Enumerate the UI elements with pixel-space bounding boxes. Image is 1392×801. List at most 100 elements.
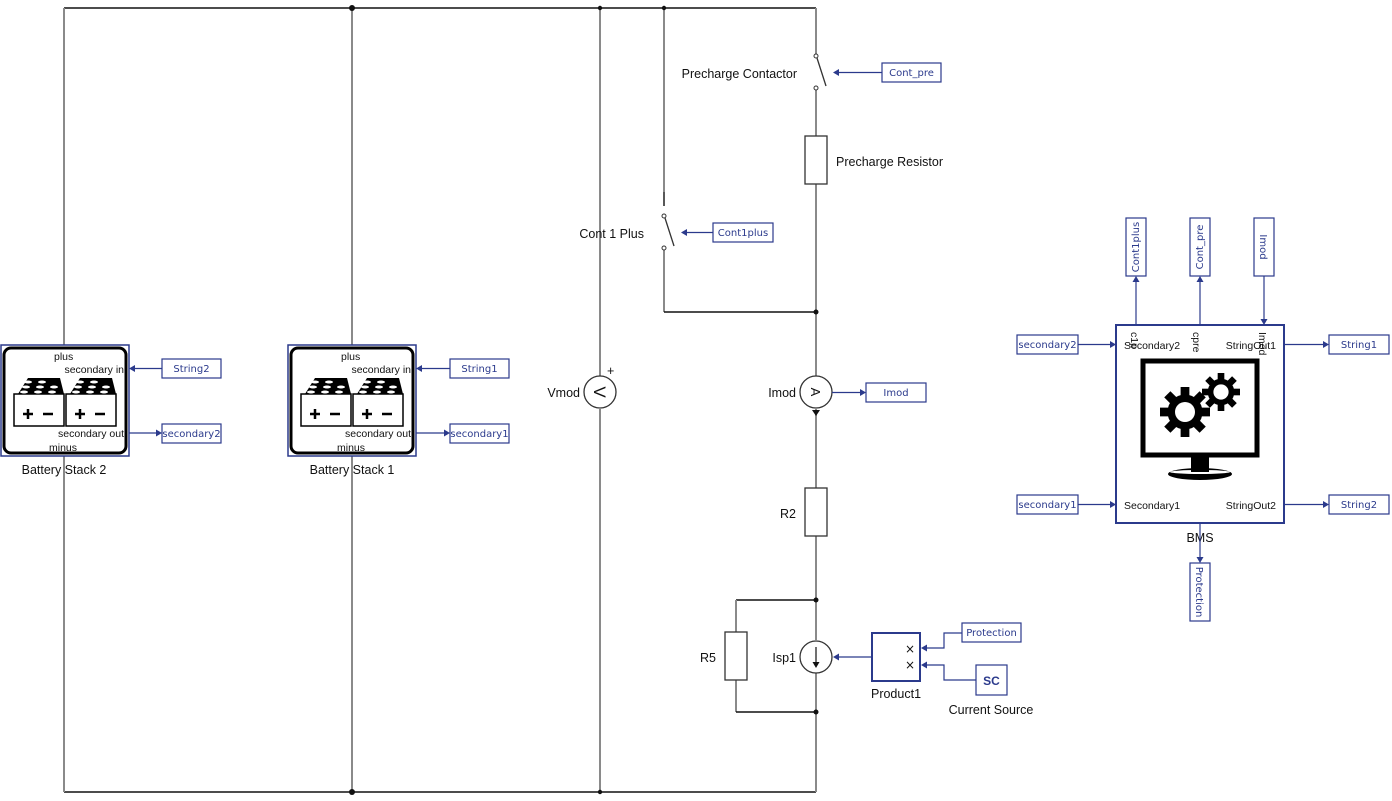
svg-text:Cont_pre: Cont_pre	[889, 68, 934, 79]
component-label: Precharge Contactor	[682, 67, 797, 81]
tag-string1[interactable]: String1	[416, 358, 510, 379]
component-label: R5	[700, 651, 716, 665]
current-source-isp1[interactable]: Isp1	[772, 640, 833, 674]
node-dot	[813, 709, 819, 715]
port-c1p: c1p	[1128, 332, 1140, 349]
tag-bms-cont1plus[interactable]: Cont1plus	[1125, 217, 1147, 325]
arrow-icon	[1196, 276, 1204, 282]
ammeter-symbol: A	[808, 388, 823, 397]
arrow-icon	[416, 365, 422, 372]
voltmeter-vmod[interactable]: V + Vmod	[547, 364, 617, 409]
precharge-resistor[interactable]: Precharge Resistor	[804, 135, 943, 185]
arrow-icon	[833, 69, 839, 76]
port-minus: minus	[337, 442, 365, 454]
tag-bms-cont-pre[interactable]: Cont_pre	[1189, 217, 1211, 325]
node-dot	[813, 309, 819, 315]
svg-text:Cont_pre: Cont_pre	[1195, 225, 1206, 270]
svg-text:secondary1: secondary1	[450, 429, 508, 440]
polarity-plus: +	[607, 364, 614, 378]
product1-block[interactable]: × × Product1	[833, 632, 921, 701]
component-label: Battery Stack 2	[22, 463, 107, 477]
svg-text:secondary1: secondary1	[1018, 500, 1076, 511]
precharge-contactor[interactable]: Precharge Contactor	[682, 53, 827, 91]
tag-bms-imod[interactable]: Imod	[1253, 217, 1275, 325]
ammeter-imod[interactable]: A Imod	[768, 375, 833, 416]
arrow-icon	[860, 389, 866, 396]
svg-text:String1: String1	[1341, 340, 1377, 351]
multiply-input-2: ×	[905, 658, 915, 672]
port-secondary-out: secondary out	[345, 428, 411, 440]
node-dot	[597, 789, 603, 795]
component-label: R2	[780, 507, 796, 521]
tag-bms-secondary2[interactable]: secondary2	[1016, 334, 1116, 355]
svg-text:Cont1plus: Cont1plus	[718, 228, 768, 239]
svg-text:secondary2: secondary2	[1018, 340, 1076, 351]
tag-cont-pre[interactable]: Cont_pre	[833, 62, 942, 83]
arrow-icon	[921, 644, 927, 652]
monitor-gears-icon	[1140, 358, 1260, 480]
current-direction-icon	[812, 410, 820, 416]
svg-text:Cont1plus: Cont1plus	[1131, 222, 1142, 272]
node-dot	[813, 597, 819, 603]
component-label: Imod	[768, 386, 796, 400]
node-dot	[661, 5, 667, 11]
tag-bms-protection[interactable]: Protection	[1189, 523, 1211, 622]
battery-stack-1[interactable]: plus secondary in secondary out minus Ba…	[287, 344, 417, 477]
arrow-icon	[921, 661, 927, 669]
arrow-icon	[1110, 501, 1116, 508]
arrow-icon	[833, 653, 839, 661]
tag-bms-string1[interactable]: String1	[1284, 334, 1390, 355]
arrow-icon	[1260, 319, 1268, 325]
arrow-icon	[1132, 276, 1140, 282]
bms-block[interactable]: Secondary2 StringOut1 Secondary1 StringO…	[1115, 324, 1285, 545]
svg-text:String2: String2	[1341, 500, 1377, 511]
svg-text:Protection: Protection	[966, 628, 1017, 639]
node-dot	[349, 5, 355, 11]
voltmeter-symbol: V	[590, 386, 609, 398]
arrow-down-icon	[812, 662, 820, 668]
tag-cont1plus[interactable]: Cont1plus	[681, 222, 774, 243]
tag-string2[interactable]: String2	[129, 358, 222, 379]
tag-secondary2-out[interactable]: secondary2	[129, 423, 222, 444]
component-label: Isp1	[772, 651, 796, 665]
component-label: Current Source	[949, 703, 1034, 717]
battery-stack-2[interactable]: plus secondary in secondary out minus Ba…	[0, 344, 130, 477]
arrow-icon	[1323, 501, 1329, 508]
port-cpre: cpre	[1190, 332, 1202, 353]
arrow-icon	[1323, 341, 1329, 348]
port-secondary-in: secondary in	[351, 364, 411, 376]
node-dot	[349, 789, 355, 795]
port-imod: Imod	[1256, 332, 1268, 356]
component-label: Battery Stack 1	[310, 463, 395, 477]
resistor-r5[interactable]: R5	[700, 631, 748, 681]
port-secondary-out: secondary out	[58, 428, 124, 440]
component-label: Vmod	[547, 386, 580, 400]
port-minus: minus	[49, 442, 77, 454]
tag-imod[interactable]: Imod	[832, 382, 927, 403]
arrow-icon	[1196, 557, 1204, 563]
cont1plus-contactor[interactable]: Cont 1 Plus	[579, 213, 675, 251]
port-plus: plus	[54, 351, 73, 363]
component-label: Product1	[871, 687, 921, 701]
svg-text:String2: String2	[173, 364, 209, 375]
svg-text:secondary2: secondary2	[162, 429, 220, 440]
tag-protection[interactable]: Protection	[921, 622, 1022, 652]
current-source-sc[interactable]: SC Current Source	[921, 661, 1034, 718]
port-secondary2: Secondary2	[1124, 340, 1180, 352]
junction-nodes	[349, 5, 819, 795]
svg-text:Protection: Protection	[1193, 567, 1204, 618]
tag-bms-string2[interactable]: String2	[1284, 494, 1390, 515]
multiply-input-1: ×	[905, 642, 915, 656]
arrow-icon	[129, 365, 135, 372]
arrow-icon	[1110, 341, 1116, 348]
power-wiring	[63, 7, 817, 793]
port-secondary1: Secondary1	[1124, 500, 1180, 512]
component-label: Cont 1 Plus	[579, 227, 644, 241]
tag-secondary1-out[interactable]: secondary1	[416, 423, 510, 444]
component-label: Precharge Resistor	[836, 155, 943, 169]
port-stringout1: StringOut1	[1226, 340, 1276, 352]
port-stringout2: StringOut2	[1226, 500, 1276, 512]
resistor-r2[interactable]: R2	[780, 487, 828, 537]
tag-bms-secondary1[interactable]: secondary1	[1016, 494, 1116, 515]
